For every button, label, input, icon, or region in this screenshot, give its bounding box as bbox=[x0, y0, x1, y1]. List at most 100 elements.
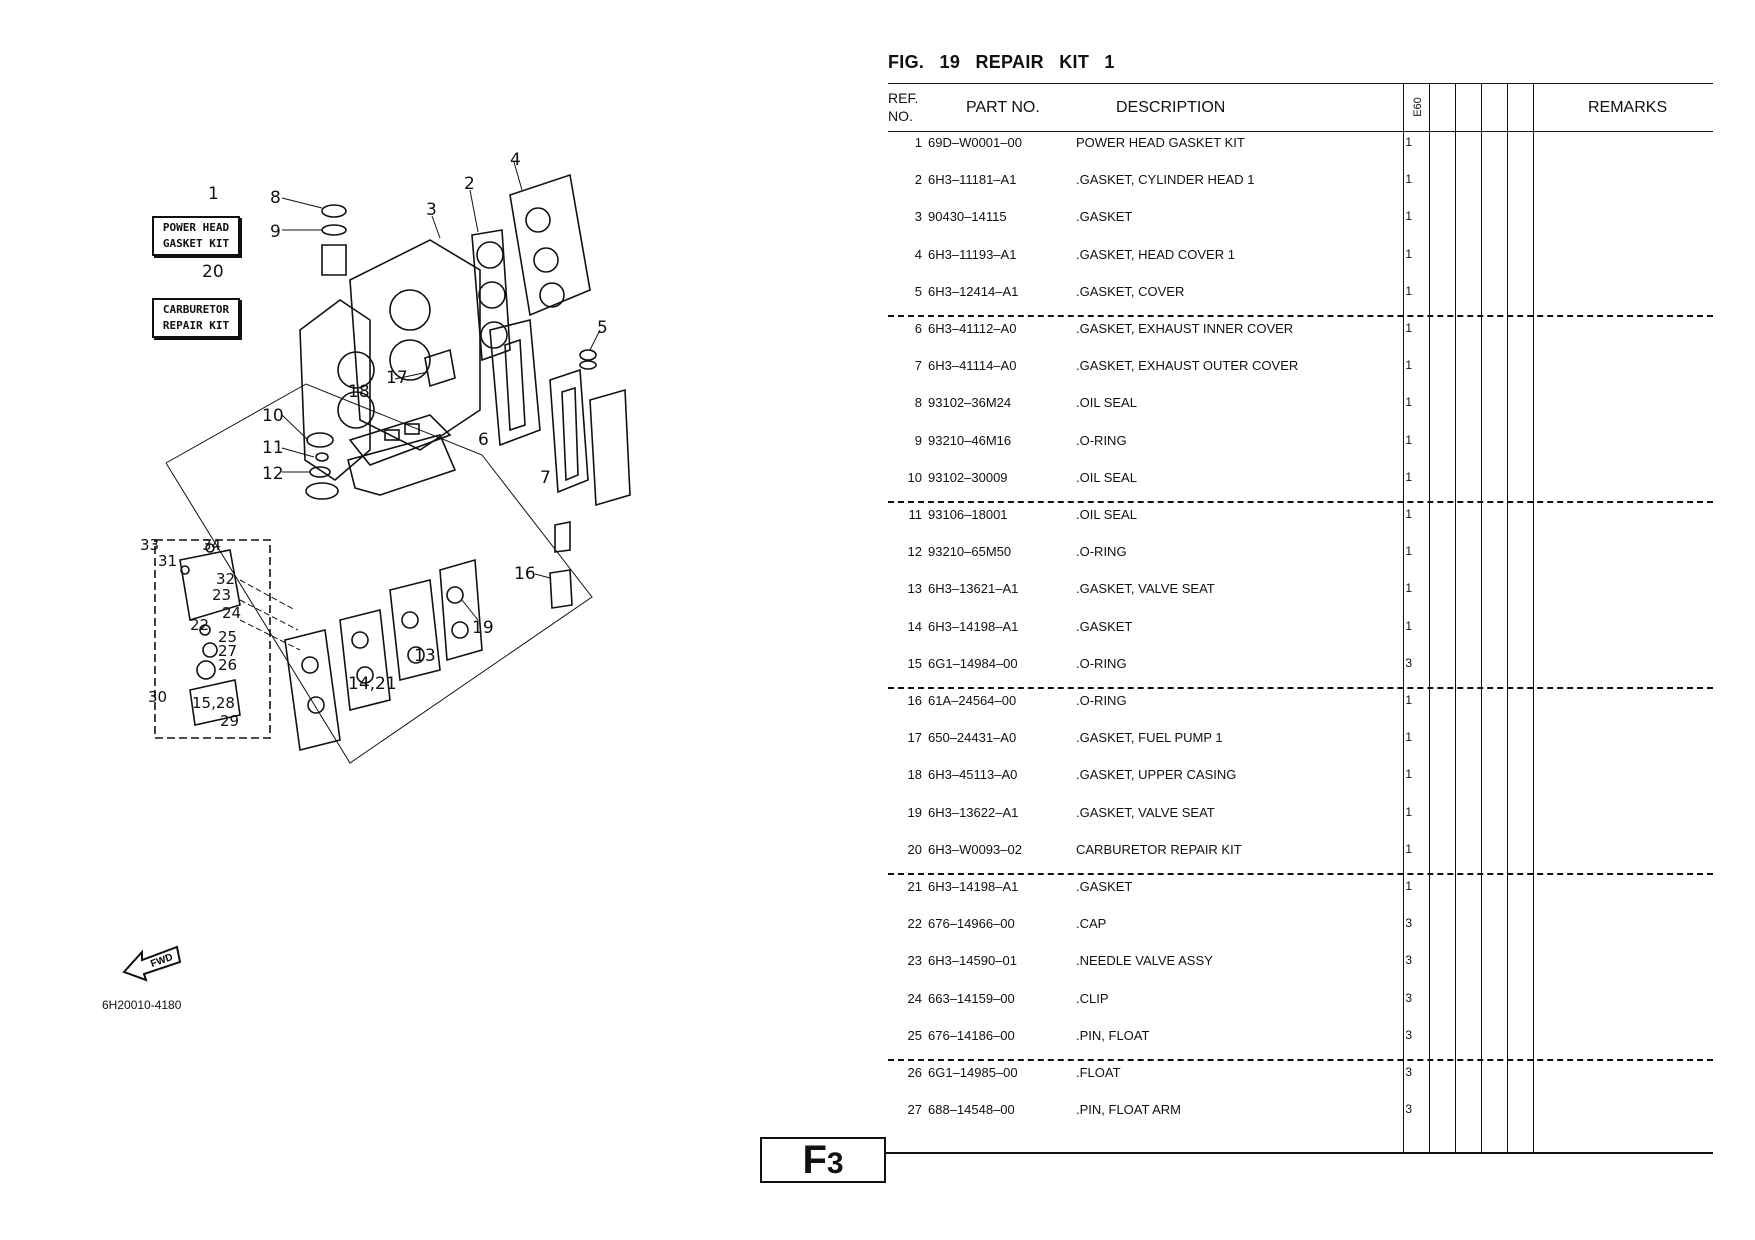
part-number: 6H3–14198–A1 bbox=[928, 618, 1019, 634]
ref-no: 5 bbox=[914, 283, 922, 299]
kit1-line1: POWER HEAD bbox=[162, 221, 230, 234]
part-number: 676–14186–00 bbox=[928, 1027, 1015, 1043]
part-number: 69D–W0001–00 bbox=[928, 135, 1022, 150]
part-number: 6H3–W0093–02 bbox=[928, 841, 1022, 857]
part-number: 6H3–13622–A1 bbox=[928, 804, 1019, 820]
quantity: 1 bbox=[1405, 507, 1412, 521]
quantity: 3 bbox=[1405, 1065, 1412, 1079]
part-number: 663–14159–00 bbox=[928, 990, 1015, 1006]
header-part-no: PART NO. bbox=[966, 99, 1040, 116]
quantity: 1 bbox=[1405, 209, 1412, 224]
callout-30: 30 bbox=[148, 688, 168, 706]
part-number: 6H3–11181–A1 bbox=[928, 172, 1017, 188]
table-row: 6 6H3–41112–A0 .GASKET, EXHAUST INNER COVE… bbox=[888, 321, 1713, 345]
callout-25: 25 bbox=[218, 628, 238, 646]
part-number: 6G1–14984–00 bbox=[928, 655, 1018, 671]
callout-19: 19 bbox=[472, 618, 494, 638]
quantity: 1 bbox=[1405, 693, 1412, 707]
part-description: .O-RING bbox=[1076, 655, 1127, 671]
quantity: 1 bbox=[1405, 544, 1412, 559]
header-ref-line2: NO. bbox=[888, 108, 913, 124]
group-separator-4 bbox=[888, 873, 1713, 875]
ref-no: 11 bbox=[908, 507, 923, 522]
part-description: .FLOAT bbox=[1076, 1065, 1121, 1080]
header-model: E60 bbox=[1411, 97, 1424, 117]
ref-no: 19 bbox=[907, 804, 922, 820]
quantity: 1 bbox=[1405, 730, 1412, 745]
carburetor-repair-kit-label: CARBURETOR REPAIR KIT bbox=[152, 298, 240, 338]
callout-16: 16 bbox=[514, 564, 536, 584]
page-badge: F3 bbox=[760, 1137, 886, 1183]
part-number: 93210–65M50 bbox=[928, 544, 1012, 560]
part-description: .O-RING bbox=[1076, 432, 1127, 448]
ref-no: 4 bbox=[914, 246, 922, 262]
callout-3: 3 bbox=[426, 200, 437, 220]
ref-no: 2 bbox=[914, 172, 922, 188]
part-description: POWER HEAD GASKET KIT bbox=[1076, 135, 1245, 150]
part-description: .GASKET, FUEL PUMP 1 bbox=[1076, 730, 1223, 746]
col-divider-6 bbox=[1533, 83, 1534, 1153]
quantity: 1 bbox=[1405, 618, 1412, 633]
callout-2: 2 bbox=[464, 174, 475, 194]
ref-no: 18 bbox=[907, 767, 922, 783]
part-description: .PIN, FLOAT ARM bbox=[1076, 1102, 1181, 1118]
part-description: .GASKET, EXHAUST INNER COVER bbox=[1076, 321, 1294, 336]
ref-no: 3 bbox=[914, 209, 922, 225]
figure-number: 19 bbox=[939, 52, 961, 72]
table-top-rule bbox=[888, 83, 1713, 84]
callout-27: 27 bbox=[218, 642, 238, 660]
part-description: .GASKET, VALVE SEAT bbox=[1076, 581, 1215, 597]
part-number: 6H3–41112–A0 bbox=[928, 321, 1017, 336]
parts-table: REF. NO. PART NO. DESCRIPTION E60 REMARK… bbox=[888, 83, 1713, 1153]
ref-no: 27 bbox=[907, 1102, 922, 1118]
part-number: 61A–24564–00 bbox=[928, 693, 1017, 708]
col-divider-2 bbox=[1429, 83, 1430, 1153]
ref-no: 12 bbox=[907, 544, 922, 560]
quantity: 1 bbox=[1405, 246, 1412, 261]
part-number: 6H3–11193–A1 bbox=[928, 246, 1017, 262]
ref-no: 6 bbox=[914, 321, 922, 336]
part-number: 6H3–14590–01 bbox=[928, 953, 1017, 969]
diagram-drawing bbox=[154, 161, 631, 764]
part-number: 93106–18001 bbox=[928, 507, 1008, 522]
callout-18: 18 bbox=[348, 382, 370, 402]
part-number: 676–14966–00 bbox=[928, 916, 1015, 932]
part-number: 650–24431–A0 bbox=[928, 730, 1017, 746]
quantity: 1 bbox=[1405, 879, 1412, 893]
group-separator-2 bbox=[888, 501, 1713, 503]
callout-24: 24 bbox=[222, 604, 242, 622]
quantity: 1 bbox=[1405, 135, 1412, 149]
page-badge-letter: F bbox=[802, 1138, 827, 1182]
quantity: 1 bbox=[1405, 804, 1412, 819]
col-divider-3 bbox=[1455, 83, 1456, 1153]
callout-33: 33 bbox=[140, 536, 160, 554]
page-bottom-rule bbox=[884, 1152, 1713, 1154]
kit1-line2: GASKET KIT bbox=[162, 237, 230, 250]
quantity: 1 bbox=[1405, 283, 1412, 298]
quantity: 1 bbox=[1405, 395, 1412, 410]
exploded-view-diagram: 1 POWER HEAD GASKET KIT 20 CARBURETOR RE… bbox=[110, 150, 750, 810]
group-separator-3 bbox=[888, 687, 1713, 689]
part-description: .GASKET bbox=[1076, 209, 1133, 225]
quantity: 1 bbox=[1405, 358, 1412, 373]
part-description: .CAP bbox=[1076, 916, 1107, 932]
forward-arrow-icon: FWD bbox=[122, 942, 182, 982]
part-description: .NEEDLE VALVE ASSY bbox=[1076, 953, 1213, 969]
ref-no: 8 bbox=[914, 395, 922, 411]
quantity: 3 bbox=[1405, 953, 1412, 968]
quantity: 3 bbox=[1405, 990, 1412, 1005]
